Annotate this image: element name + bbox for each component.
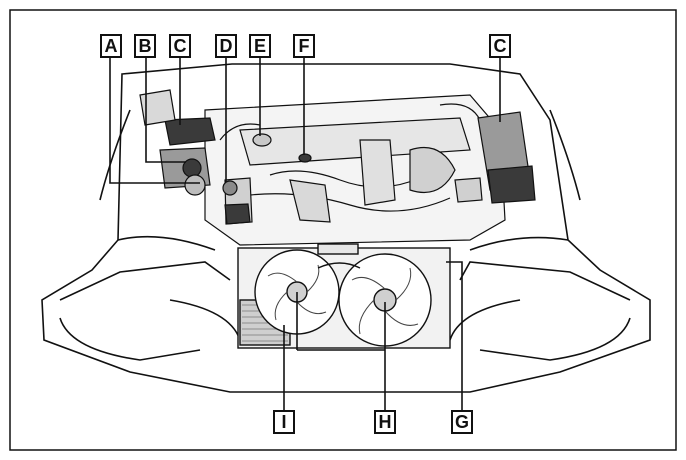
- label-f: F: [293, 34, 315, 58]
- leader-lines: [109, 56, 501, 410]
- label-e: E: [249, 34, 271, 58]
- label-b: B: [134, 34, 156, 58]
- vehicle-body: [41, 63, 651, 393]
- radiator-assembly: [237, 243, 451, 349]
- label-d: D: [215, 34, 237, 58]
- leader-a: [109, 56, 200, 184]
- label-c-left: C: [169, 34, 191, 58]
- label-h: H: [374, 410, 396, 434]
- leader-b: [145, 56, 186, 163]
- left-components: [139, 89, 312, 225]
- label-i: I: [273, 410, 295, 434]
- engine-block: [204, 94, 506, 246]
- leader-g: [446, 261, 463, 410]
- label-g: G: [451, 410, 473, 434]
- label-c-right: C: [489, 34, 511, 58]
- diagram-frame: [9, 9, 677, 451]
- label-a: A: [100, 34, 122, 58]
- right-components: [454, 111, 536, 204]
